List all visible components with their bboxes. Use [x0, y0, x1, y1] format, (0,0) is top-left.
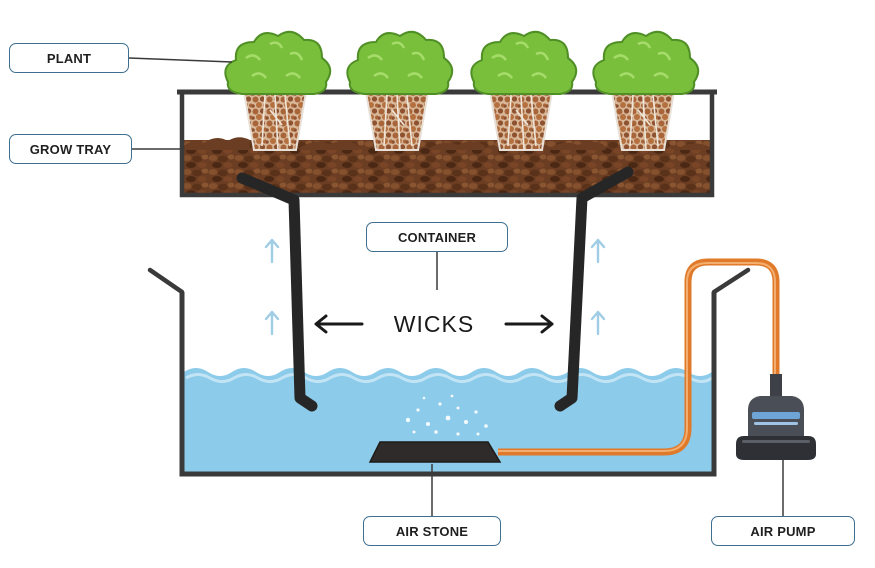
lettuce-leaves — [346, 30, 454, 95]
grow-tray-soil-top-2 — [300, 141, 710, 150]
capillary-arrows — [264, 238, 606, 336]
air-stone-label: AIR STONE — [363, 516, 501, 546]
lettuce-leaves — [224, 30, 332, 95]
left-arrow-icon — [314, 314, 364, 334]
up-arrow-icon — [264, 310, 280, 336]
plant-roots — [629, 94, 659, 151]
plant-2 — [346, 30, 454, 151]
container-right-flap — [711, 267, 751, 295]
air-stone — [368, 441, 502, 463]
wicks-label: WICKS — [393, 311, 475, 337]
lettuce-highlights — [245, 41, 304, 79]
leader-lines — [128, 57, 784, 516]
air-bubbles — [405, 394, 488, 436]
up-arrow-icon — [590, 310, 606, 336]
air-pump-base-highlight — [742, 440, 810, 443]
lettuce-leaves — [470, 30, 578, 95]
air-tube-highlight — [498, 262, 776, 452]
leader-plant — [128, 57, 233, 63]
air-pump — [736, 374, 816, 460]
container — [147, 267, 751, 477]
up-arrow-icon — [590, 238, 606, 264]
container-left-flap — [147, 267, 185, 295]
plant-roots — [261, 94, 291, 151]
air-pump-label: AIR PUMP — [711, 516, 855, 546]
container-walls — [179, 292, 717, 477]
lettuce-highlights — [367, 41, 426, 79]
wick-right — [554, 166, 634, 412]
water — [184, 368, 713, 473]
plant-4 — [592, 30, 700, 151]
wick-left — [236, 172, 318, 412]
plant-label: PLANT — [9, 43, 129, 73]
right-arrow-icon — [504, 314, 554, 334]
plant-1 — [224, 30, 332, 151]
plant-roots — [383, 94, 413, 151]
air-pump-nozzle — [770, 374, 782, 398]
container-label: CONTAINER — [366, 222, 508, 252]
water-body — [184, 368, 712, 473]
air-pump-base — [736, 436, 816, 460]
water-surface-highlight — [185, 373, 713, 383]
up-arrow-icon — [264, 238, 280, 264]
grow-tray-soil-top — [184, 137, 250, 150]
plant-3 — [470, 30, 578, 151]
lettuce-highlights — [613, 41, 672, 79]
lettuce-leaves — [592, 30, 700, 95]
lettuce-highlights — [491, 41, 550, 79]
air-pump-band-2 — [754, 422, 798, 425]
wicks-pointer-arrows — [314, 314, 554, 334]
grow-tray-label: GROW TRAY — [9, 134, 132, 164]
air-pump-band — [752, 412, 800, 419]
plant-roots — [507, 94, 537, 151]
